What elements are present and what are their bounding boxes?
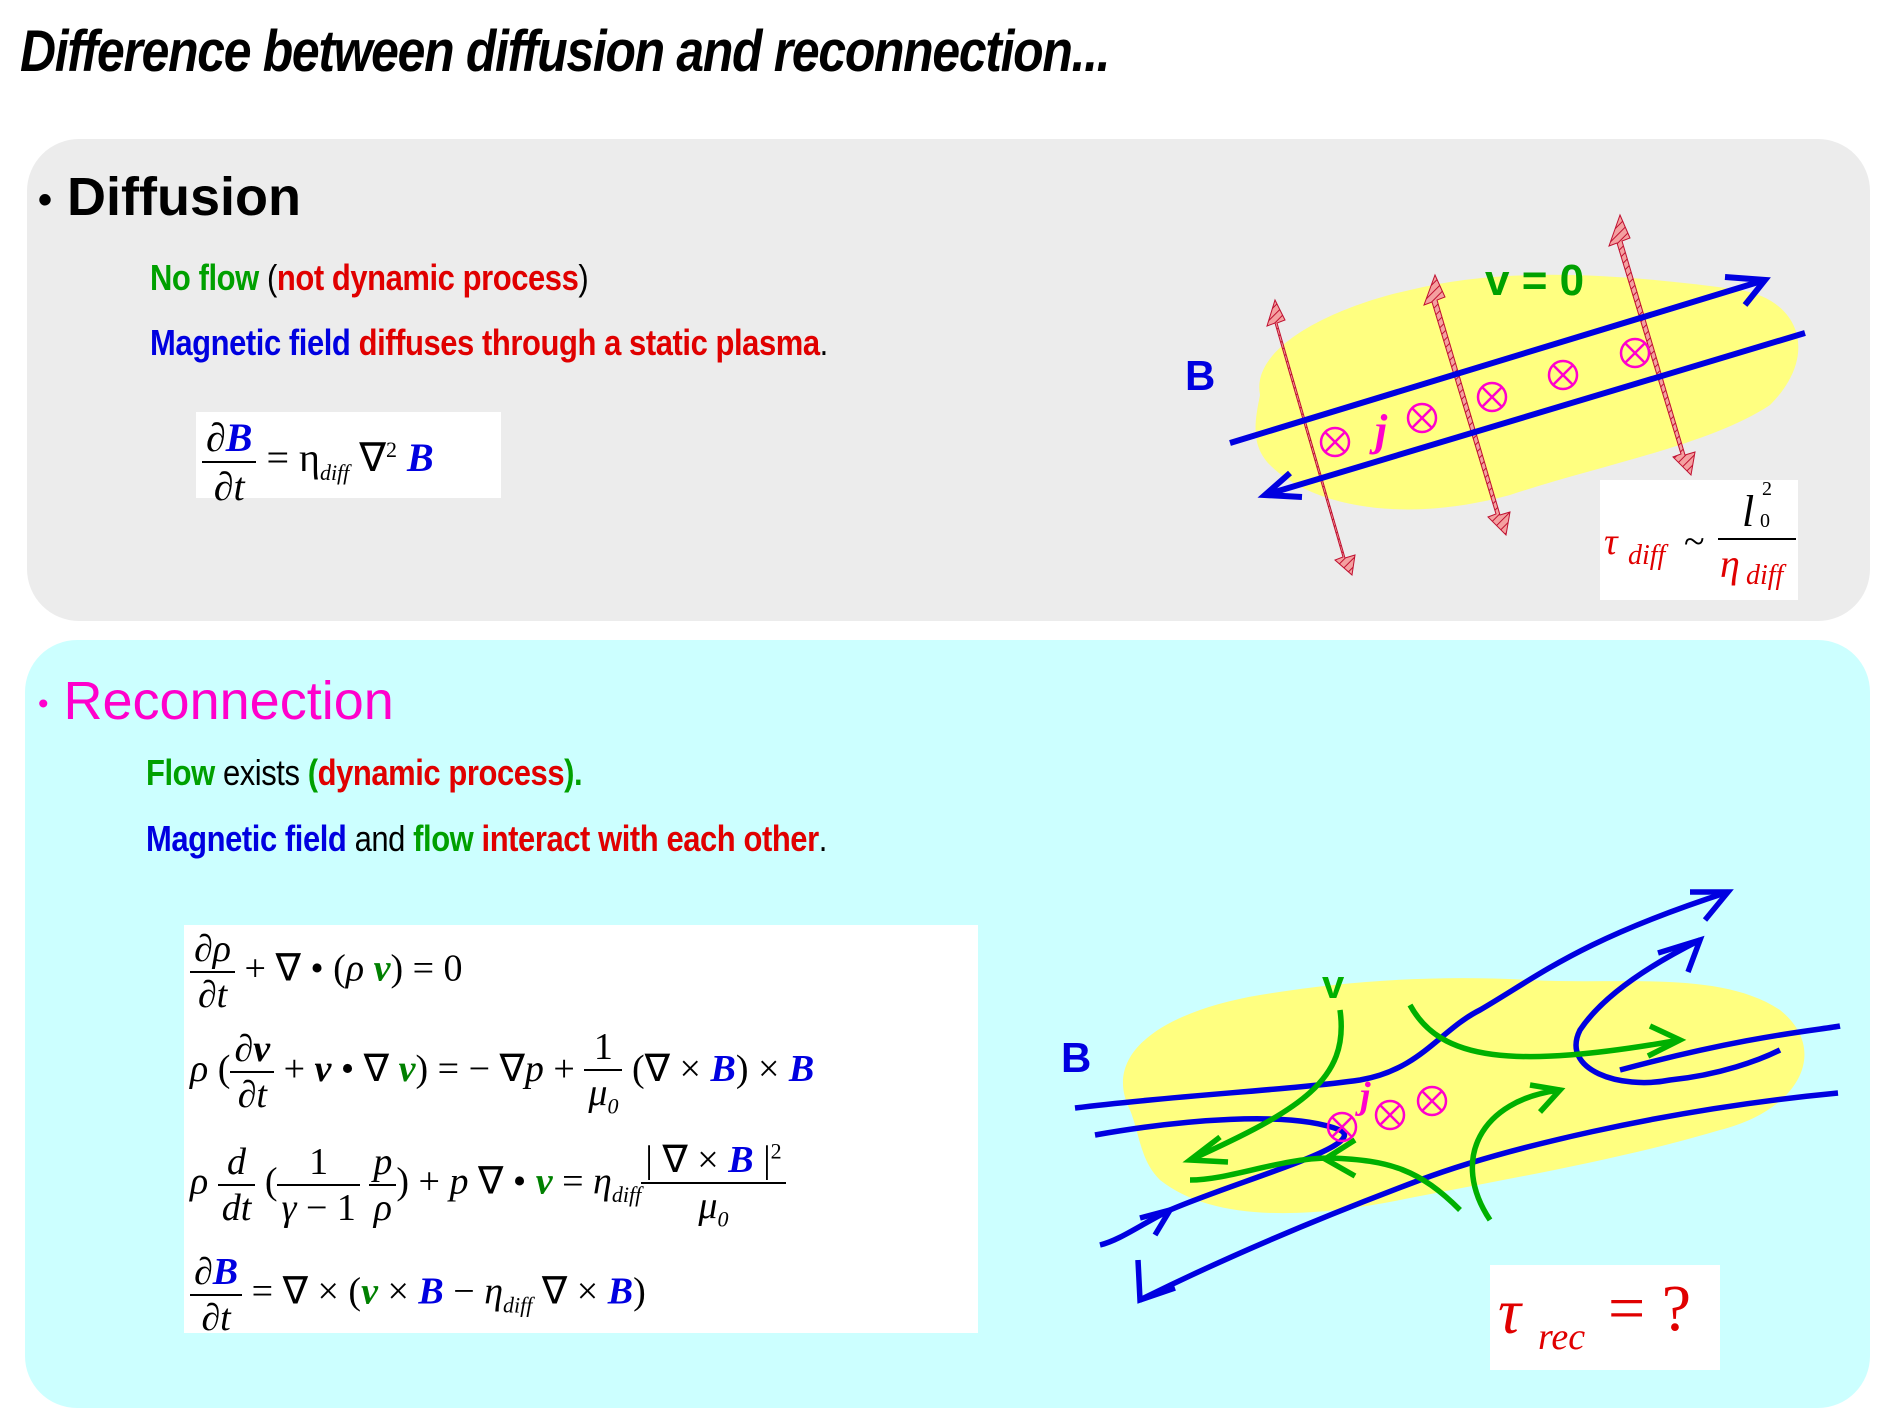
flow-arrows: [1182, 1003, 1687, 1222]
diffusion-line-2: Magnetic field diffuses through a static…: [150, 322, 828, 363]
mhd-equations: ∂ρ∂t + ∇ • (ρ v) = 0 ρ (∂v∂t + v • ∇ v) …: [184, 925, 978, 1339]
plasma-blob: [1255, 274, 1799, 510]
flow-arrows: [1266, 213, 1696, 576]
plasma-blob: [1122, 978, 1805, 1214]
current-symbols: [1326, 1085, 1448, 1143]
page-title: Difference between diffusion and reconne…: [20, 19, 1111, 84]
diffusion-heading: • Diffusion: [38, 167, 301, 227]
reconnection-line-1: Flow exists (dynamic process).: [146, 752, 583, 793]
reconnection-heading: • Reconnection: [38, 671, 394, 731]
field-lines: [1229, 274, 1806, 500]
bullet-icon: •: [38, 178, 53, 223]
bullet-icon: •: [38, 687, 49, 721]
b-label: B: [1061, 1034, 1091, 1081]
reconnection-line-2: Magnetic field and flow interact with ea…: [146, 818, 827, 859]
tau-diff-formula: τ diff ~ l 0 2 η diff: [1600, 478, 1798, 600]
current-symbols: [1319, 337, 1651, 458]
diffusion-line-1: No flow (not dynamic process): [150, 257, 589, 298]
diffusion-equation: ∂∂BB∂t = ηdiff ∇2 B: [196, 412, 501, 509]
diffusion-figure: j v = 0 B: [1185, 213, 1806, 576]
v-label: v = 0: [1485, 256, 1584, 305]
hatched-arrow: [1266, 298, 1356, 576]
v-label: v: [1322, 963, 1345, 1007]
hatched-arrow: [1608, 213, 1696, 477]
reconnection-figure: j v B: [1061, 889, 1841, 1304]
hatched-arrow: [1423, 273, 1511, 537]
tau-rec-formula: τ rec = ?: [1490, 1265, 1720, 1370]
induction-equation: ∂B∂t = ∇ × (v × B − ηdiff ∇ × B): [190, 1250, 646, 1340]
field-lines: [1074, 889, 1841, 1304]
b-label: B: [1185, 352, 1215, 399]
continuity-equation: ∂ρ∂t + ∇ • (ρ v) = 0: [190, 927, 463, 1017]
